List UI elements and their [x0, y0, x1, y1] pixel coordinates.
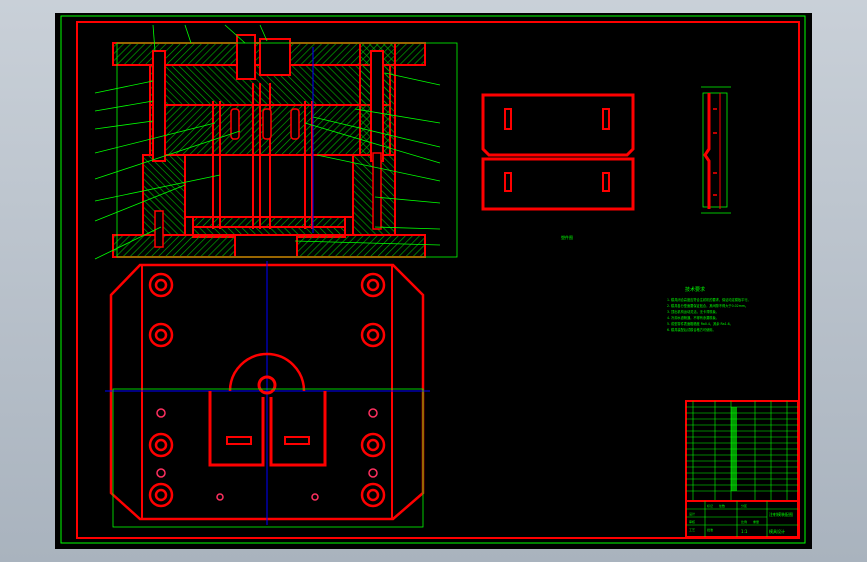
note-line: 4. 冷却水道畅通，不得有渗漏现象。 [667, 315, 719, 320]
note-line: 3. 顶出机构运动灵活，无卡滞现象。 [667, 309, 719, 314]
outer-frame [60, 15, 806, 544]
title-label: 处数 [719, 503, 725, 508]
inner-frame [76, 21, 800, 539]
company-name: 模具设计 [769, 528, 785, 534]
title-label: 批准 [707, 527, 713, 532]
title-block: 注射模装配图 模具设计 1:1 设计 审核 工艺 批准 比例 重量 标记 处数 … [685, 500, 799, 538]
scale-value: 1:1 [741, 529, 748, 534]
title-label: 审核 [689, 519, 695, 524]
note-line: 5. 成型零件表面粗糙度 Ra0.4，其余 Ra1.6。 [667, 321, 733, 326]
note-line: 1. 模具闭合高度应符合注射机的要求，保证动定模板平行。 [667, 297, 751, 302]
title-label: 标记 [707, 503, 713, 508]
note-line: 6. 模具装配后试模合格方可使用。 [667, 327, 716, 332]
technical-notes: 技术要求 1. 模具闭合高度应符合注射机的要求，保证动定模板平行。 2. 模具各… [667, 286, 751, 332]
cad-viewport[interactable]: 塑件图 技术要求 1. 模具闭合高度应符合注射机的要求，保证动定模板平行。 2.… [55, 13, 812, 549]
part-side-view [701, 86, 731, 214]
note-line: 2. 模具各分型面要保证贴合，其间隙不得大于0.02mm。 [667, 303, 748, 308]
title-label: 工艺 [689, 527, 695, 532]
leader-lines [94, 24, 441, 260]
plan-view [105, 261, 430, 528]
notes-title: 技术要求 [685, 286, 705, 293]
section-view [112, 34, 458, 258]
title-label: 分区 [741, 503, 747, 508]
cad-drawing: 塑件图 技术要求 1. 模具闭合高度应符合注射机的要求，保证动定模板平行。 2.… [60, 15, 806, 544]
title-label: 比例 [741, 519, 747, 524]
bill-of-materials [685, 400, 799, 502]
part-front-view [481, 93, 635, 211]
title-label: 设计 [689, 511, 695, 516]
part-label: 塑件图 [561, 234, 573, 240]
title-label: 重量 [753, 519, 759, 524]
drawing-title: 注射模装配图 [769, 511, 793, 517]
